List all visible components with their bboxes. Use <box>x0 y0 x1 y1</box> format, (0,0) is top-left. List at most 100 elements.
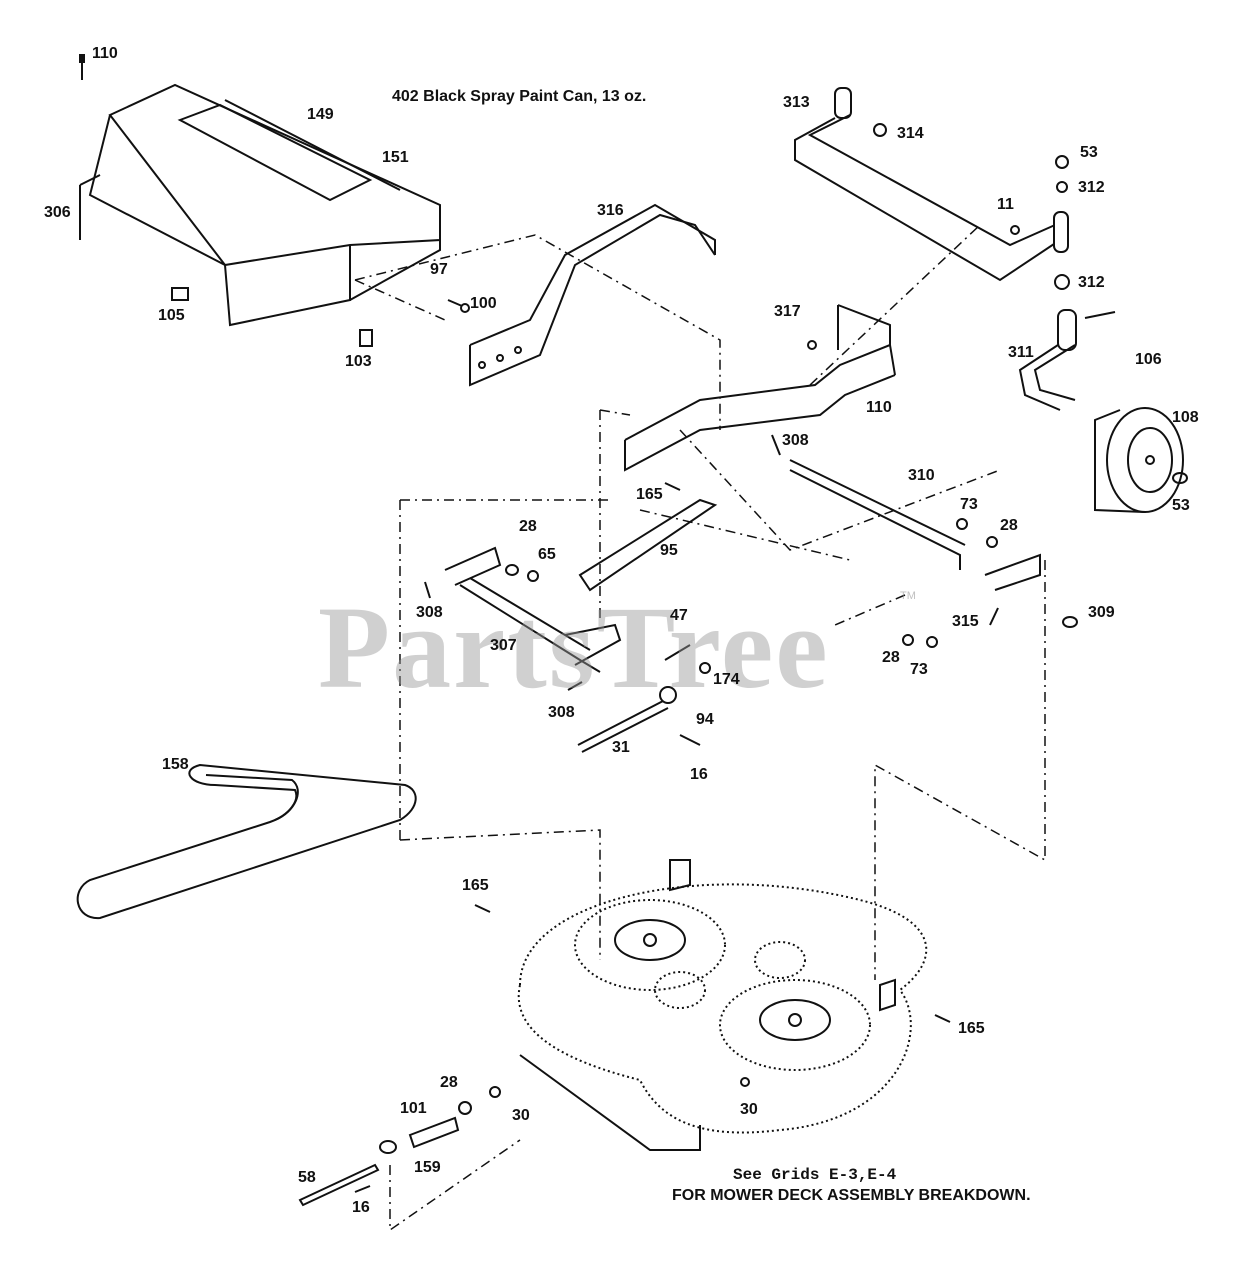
label-28-bottom[interactable]: 28 <box>440 1074 458 1091</box>
bolt-165-top[interactable] <box>664 482 681 491</box>
label-95[interactable]: 95 <box>660 542 678 559</box>
washer-28-bottom[interactable] <box>458 1101 472 1115</box>
nut-65[interactable] <box>527 570 539 582</box>
label-28-top[interactable]: 28 <box>1000 517 1018 534</box>
caster-311[interactable] <box>1018 309 1077 411</box>
label-165-right[interactable]: 165 <box>958 1020 985 1037</box>
nut-103[interactable] <box>359 329 373 347</box>
nut-30-deck[interactable] <box>740 1077 750 1087</box>
pin-308-lower[interactable] <box>567 681 583 691</box>
label-308-top[interactable]: 308 <box>782 432 809 449</box>
label-65[interactable]: 65 <box>538 546 556 563</box>
nut-105[interactable] <box>171 287 189 301</box>
label-103[interactable]: 103 <box>345 353 372 370</box>
pin-16-bottom[interactable] <box>354 1185 371 1193</box>
label-28-mid[interactable]: 28 <box>882 649 900 666</box>
label-31[interactable]: 31 <box>612 739 630 756</box>
spring-101[interactable] <box>408 1116 460 1149</box>
deflector-rod-306[interactable] <box>79 174 101 240</box>
rod-58[interactable] <box>298 1163 380 1207</box>
mower-deck[interactable] <box>517 883 928 1134</box>
bolt-100[interactable] <box>447 299 470 313</box>
rod-31[interactable] <box>577 699 669 753</box>
label-58[interactable]: 58 <box>298 1169 316 1186</box>
pin-315[interactable] <box>989 607 999 626</box>
label-73-mid[interactable]: 73 <box>910 661 928 678</box>
bolt-11[interactable] <box>1010 225 1020 235</box>
spring-47[interactable] <box>664 644 691 661</box>
front-shaft-307[interactable] <box>444 546 622 673</box>
bushing-312-bottom[interactable] <box>1054 274 1070 290</box>
label-315[interactable]: 315 <box>952 613 979 630</box>
label-28-left[interactable]: 28 <box>519 518 537 535</box>
label-165-left[interactable]: 165 <box>462 877 489 894</box>
label-100[interactable]: 100 <box>470 295 497 312</box>
rear-shaft-310[interactable] <box>789 459 1041 591</box>
pin-106[interactable] <box>1084 311 1116 319</box>
label-316[interactable]: 316 <box>597 202 624 219</box>
label-53-top[interactable]: 53 <box>1080 144 1098 161</box>
label-16-top[interactable]: 16 <box>690 766 708 783</box>
washer-53-bottom[interactable] <box>1172 472 1188 484</box>
washer-53-top[interactable] <box>1055 155 1069 169</box>
label-312-top[interactable]: 312 <box>1078 179 1105 196</box>
label-101[interactable]: 101 <box>400 1100 427 1117</box>
nut-94[interactable] <box>659 686 677 704</box>
washer-28-mid[interactable] <box>902 634 914 646</box>
label-308-left[interactable]: 308 <box>416 604 443 621</box>
nut-73-mid[interactable] <box>926 636 938 648</box>
lift-bracket-316[interactable] <box>469 203 716 387</box>
label-110-mid[interactable]: 110 <box>866 399 892 416</box>
bolt-314[interactable] <box>873 123 887 137</box>
label-151[interactable]: 151 <box>382 149 409 166</box>
link-95[interactable] <box>578 498 718 592</box>
bolt-110-top[interactable] <box>79 54 85 80</box>
bolt-16-top[interactable] <box>679 734 701 746</box>
nut-73-top[interactable] <box>956 518 968 530</box>
washer-28-top[interactable] <box>986 536 998 548</box>
axle-bracket-313[interactable] <box>794 87 1069 282</box>
lift-arm-317[interactable] <box>624 304 896 472</box>
label-174[interactable]: 174 <box>713 671 740 688</box>
nut-30-bottom[interactable] <box>489 1086 501 1098</box>
label-306[interactable]: 306 <box>44 204 71 221</box>
label-308-lower[interactable]: 308 <box>548 704 575 721</box>
label-106[interactable]: 106 <box>1135 351 1162 368</box>
label-97[interactable]: 97 <box>430 261 448 278</box>
label-159[interactable]: 159 <box>414 1159 441 1176</box>
bolt-165-right[interactable] <box>934 1014 951 1023</box>
bushing-312-top[interactable] <box>1056 181 1068 193</box>
label-105[interactable]: 105 <box>158 307 185 324</box>
label-310[interactable]: 310 <box>908 467 935 484</box>
label-16-bottom[interactable]: 16 <box>352 1199 370 1216</box>
label-108[interactable]: 108 <box>1172 409 1199 426</box>
label-53-bottom[interactable]: 53 <box>1172 497 1190 514</box>
label-94[interactable]: 94 <box>696 711 714 728</box>
label-47[interactable]: 47 <box>670 607 688 624</box>
label-149[interactable]: 149 <box>307 106 334 123</box>
belt-158[interactable] <box>76 763 417 920</box>
label-309[interactable]: 309 <box>1088 604 1115 621</box>
label-311[interactable]: 311 <box>1008 344 1034 361</box>
label-30-deck[interactable]: 30 <box>740 1101 758 1118</box>
label-313[interactable]: 313 <box>783 94 810 111</box>
washer-28-left[interactable] <box>505 564 519 576</box>
eyebolt-159[interactable] <box>379 1140 397 1154</box>
label-110-top[interactable]: 110 <box>92 45 118 62</box>
chute-cover[interactable] <box>88 83 441 327</box>
label-307[interactable]: 307 <box>490 637 517 654</box>
label-165-top[interactable]: 165 <box>636 486 663 503</box>
pin-308-left[interactable] <box>424 581 431 599</box>
label-314[interactable]: 314 <box>897 125 924 142</box>
pin-308-top[interactable] <box>771 434 781 456</box>
wheel-108[interactable] <box>1094 407 1184 513</box>
bolt-165-left[interactable] <box>474 904 491 913</box>
label-30-bottom[interactable]: 30 <box>512 1107 530 1124</box>
label-317[interactable]: 317 <box>774 303 801 320</box>
label-312-bottom[interactable]: 312 <box>1078 274 1105 291</box>
washer-309[interactable] <box>1062 616 1078 628</box>
label-158[interactable]: 158 <box>162 756 189 773</box>
label-73-top[interactable]: 73 <box>960 496 978 513</box>
label-11[interactable]: 11 <box>997 196 1014 213</box>
nut-174[interactable] <box>699 662 711 674</box>
